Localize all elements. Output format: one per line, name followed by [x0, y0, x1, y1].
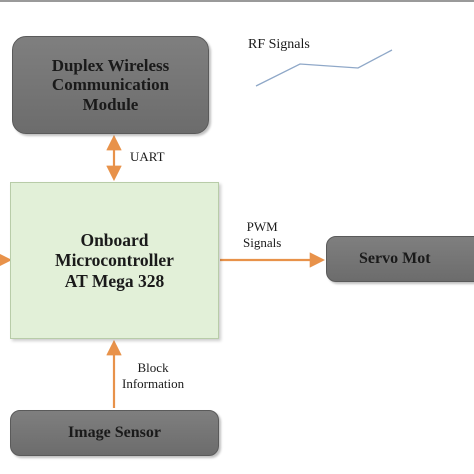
- wireless-line-2: Communication: [51, 75, 170, 95]
- block-info-line-1: Block: [137, 360, 169, 375]
- mcu-line-3: AT Mega 328: [64, 270, 165, 291]
- mcu-line-1: Onboard: [80, 230, 149, 251]
- rf-signals-label: RF Signals: [248, 37, 310, 52]
- sensor-label: Image Sensor: [68, 423, 161, 441]
- pwm-line-1: PWM: [246, 219, 278, 234]
- wireless-line-3: Module: [82, 94, 139, 114]
- rf-signal-line: [255, 49, 393, 87]
- block-info-line-2: Information: [122, 375, 185, 391]
- uart-label: UART: [130, 149, 165, 164]
- duplex-wireless-module-block: Duplex Wireless Communication Module: [12, 36, 209, 134]
- servo-motor-block: Servo Mot: [326, 236, 474, 282]
- top-border: [0, 0, 474, 2]
- block-information-label: Block Information: [122, 360, 184, 391]
- wireless-line-1: Duplex Wireless: [51, 55, 170, 75]
- pwm-signals-label: PWM Signals: [243, 219, 281, 250]
- mcu-line-2: Microcontroller: [55, 250, 174, 271]
- pwm-line-2: Signals: [243, 234, 282, 250]
- servo-label: Servo Mot: [359, 249, 431, 267]
- onboard-microcontroller-block: Onboard Microcontroller AT Mega 328: [10, 182, 219, 339]
- image-sensor-block: Image Sensor: [10, 410, 219, 456]
